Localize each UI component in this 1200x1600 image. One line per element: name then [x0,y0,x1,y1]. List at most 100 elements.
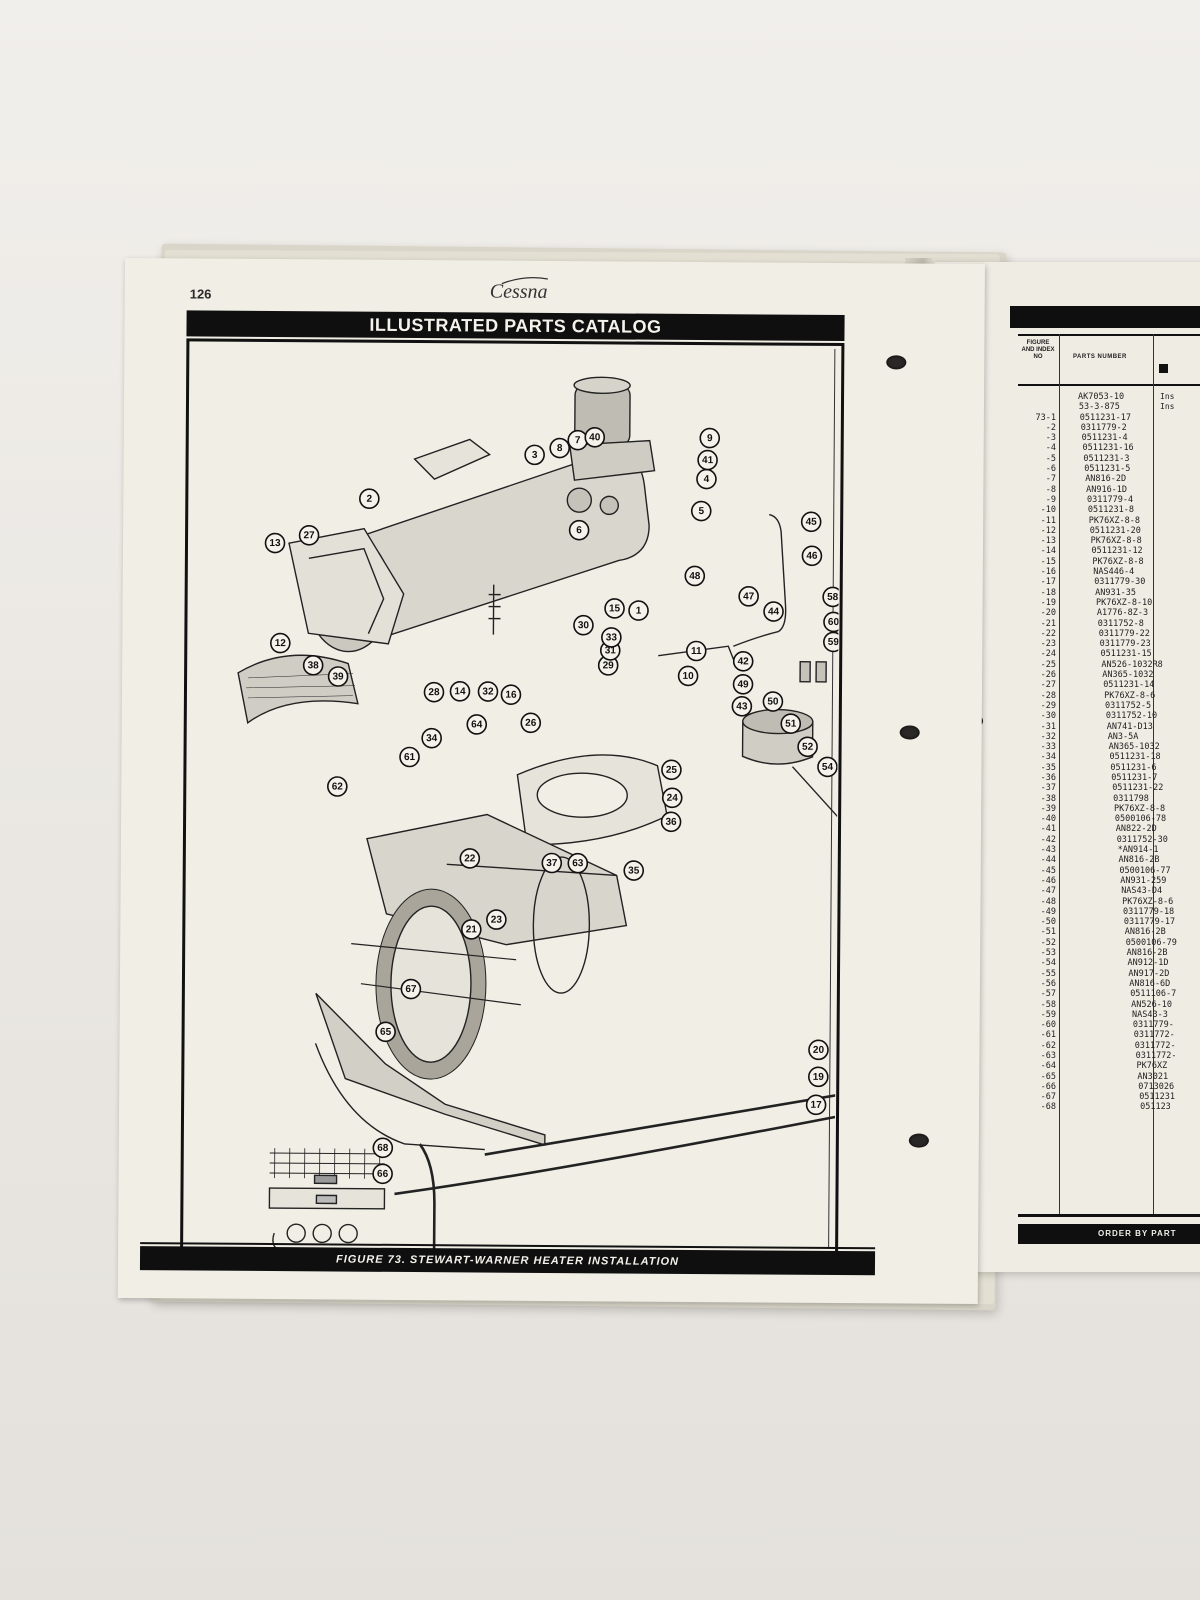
callout-40: 40 [584,426,606,448]
part-number: AN3021 [1137,1071,1169,1082]
figure-index: -57 [1040,989,1056,1000]
part-number: *AN914-1 [1117,845,1159,856]
part-number: 0311752-5 [1105,700,1152,711]
figure-index: -40 [1040,814,1056,825]
callout-number: 8 [557,443,563,454]
part-number: 0511231-14 [1103,680,1155,691]
part-number: 0311752-8 [1097,618,1144,629]
figure-index: -38 [1040,793,1056,804]
callout-12: 12 [270,632,291,654]
part-number: NAS43-3 [1132,1009,1168,1020]
part-description: Ins [1160,402,1175,412]
brand-name: Cessna [489,280,548,303]
figure-index: -24 [1040,649,1056,660]
figure-index: -31 [1040,721,1056,732]
callout-60: 60 [823,611,841,633]
callout-59: 59 [823,631,841,653]
part-number: 0713026 [1138,1081,1175,1092]
callout-number: 37 [546,858,558,869]
part-number: 0511231-17 [1079,412,1131,423]
figure-index: -55 [1040,968,1056,979]
part-number: 0311752-30 [1116,834,1168,845]
callout-number: 3 [532,450,538,461]
callout-number: 34 [426,733,438,744]
part-number: 0500106-79 [1125,937,1177,948]
callout-22: 22 [459,848,481,869]
part-number: 0311779-30 [1094,577,1146,588]
callout-number: 12 [275,638,287,649]
figure-index: -59 [1040,1009,1056,1020]
figure-index: -17 [1040,577,1056,588]
callout-20: 20 [808,1039,829,1061]
figure-index: -56 [1040,978,1056,989]
part-number: PK76XZ-8-6 [1104,690,1156,701]
callout-45: 45 [800,511,822,533]
figure-index: -14 [1040,546,1056,557]
part-number: 0511231-8 [1087,505,1134,516]
part-number: AN3-5A [1107,731,1139,742]
callout-number: 20 [813,1045,825,1056]
callout-33: 33 [601,627,622,648]
part-number: 0511231-18 [1109,752,1161,763]
callout-number: 13 [269,538,281,549]
figure-index: -6 [1045,464,1056,475]
part-number: 0511231-12 [1091,546,1143,557]
callout-number: 30 [578,620,590,631]
callout-number: 2 [367,494,373,505]
figure-index: -58 [1040,999,1056,1010]
table-row: -59 NAS43-3 [1020,1010,1200,1020]
part-number: PK76XZ-8-8 [1088,515,1140,526]
part-number: AK7053-10 [1078,392,1125,402]
figure-index: -2 [1045,422,1056,433]
callout-23: 23 [486,909,507,930]
callout-17: 17 [805,1094,827,1116]
part-number: PK76XZ [1136,1061,1168,1072]
callout-number: 25 [666,765,678,776]
figure-index: -34 [1040,752,1056,763]
figure-index: -26 [1040,670,1056,681]
callout-67: 67 [400,978,422,1000]
callout-number: 36 [665,817,677,828]
part-number: 53-3-875 [1078,402,1120,413]
part-number: 0311779-23 [1099,639,1151,650]
callout-28: 28 [423,681,445,703]
binder-hole [886,355,907,370]
figure-index: -28 [1040,690,1056,701]
callout-number: 26 [525,718,537,729]
callout-1: 1 [628,600,649,621]
part-number: 0511231-22 [1112,783,1164,794]
part-number: 051123 [1140,1102,1171,1113]
callout-6: 6 [568,519,590,541]
callout-layer: 1234567891011121314151617181920212223242… [264,426,841,1185]
figure-index: -8 [1045,484,1056,495]
table-row: -17 0311779-30 [1020,577,1200,587]
callout-number: 58 [827,592,839,603]
callout-39: 39 [327,666,349,687]
table-row: -29 0311752-5 [1020,701,1200,711]
callout-number: 14 [454,686,466,697]
callout-15: 15 [604,598,625,619]
callout-46: 46 [801,545,823,567]
callout-number: 11 [691,646,702,657]
part-number: 0511231-5 [1084,464,1131,475]
table-row: -14 0511231-12 [1020,546,1200,556]
figure-index: -29 [1040,700,1056,711]
